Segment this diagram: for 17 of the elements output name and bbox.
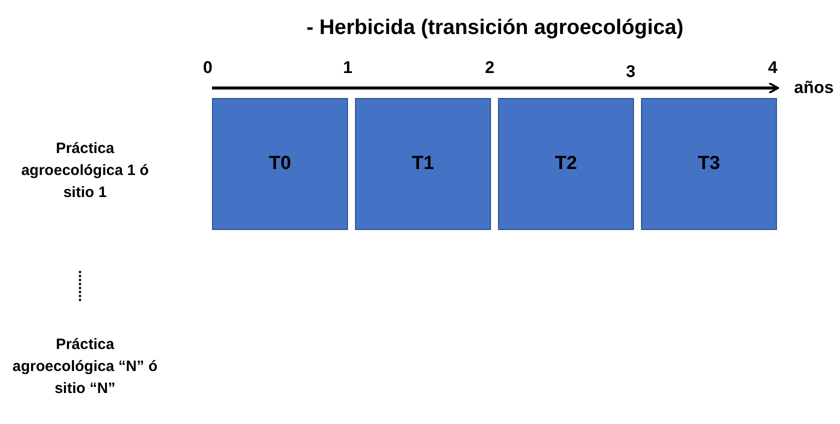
- period-box: [498, 98, 634, 230]
- axis-unit: años: [794, 78, 834, 98]
- row-label: Práctica agroecológica “N” ó sitio “N”: [11, 335, 159, 399]
- tick-label: 0: [203, 58, 212, 78]
- period-label: T0: [268, 153, 292, 175]
- tick-label: 4: [768, 58, 778, 78]
- tick-label: 1: [343, 58, 352, 78]
- period-box: [641, 98, 777, 230]
- period-label: T2: [554, 153, 578, 175]
- period-box: [212, 98, 348, 230]
- period-label: T3: [698, 153, 720, 175]
- tick-label: 3: [626, 62, 636, 82]
- period-box: [355, 98, 491, 230]
- title: - Herbicida (transición agroecológica): [306, 16, 684, 40]
- tick-label: 2: [485, 58, 494, 78]
- period-label: T1: [412, 153, 434, 175]
- row-label: Práctica agroecológica 1 ó sitio 1: [20, 139, 150, 203]
